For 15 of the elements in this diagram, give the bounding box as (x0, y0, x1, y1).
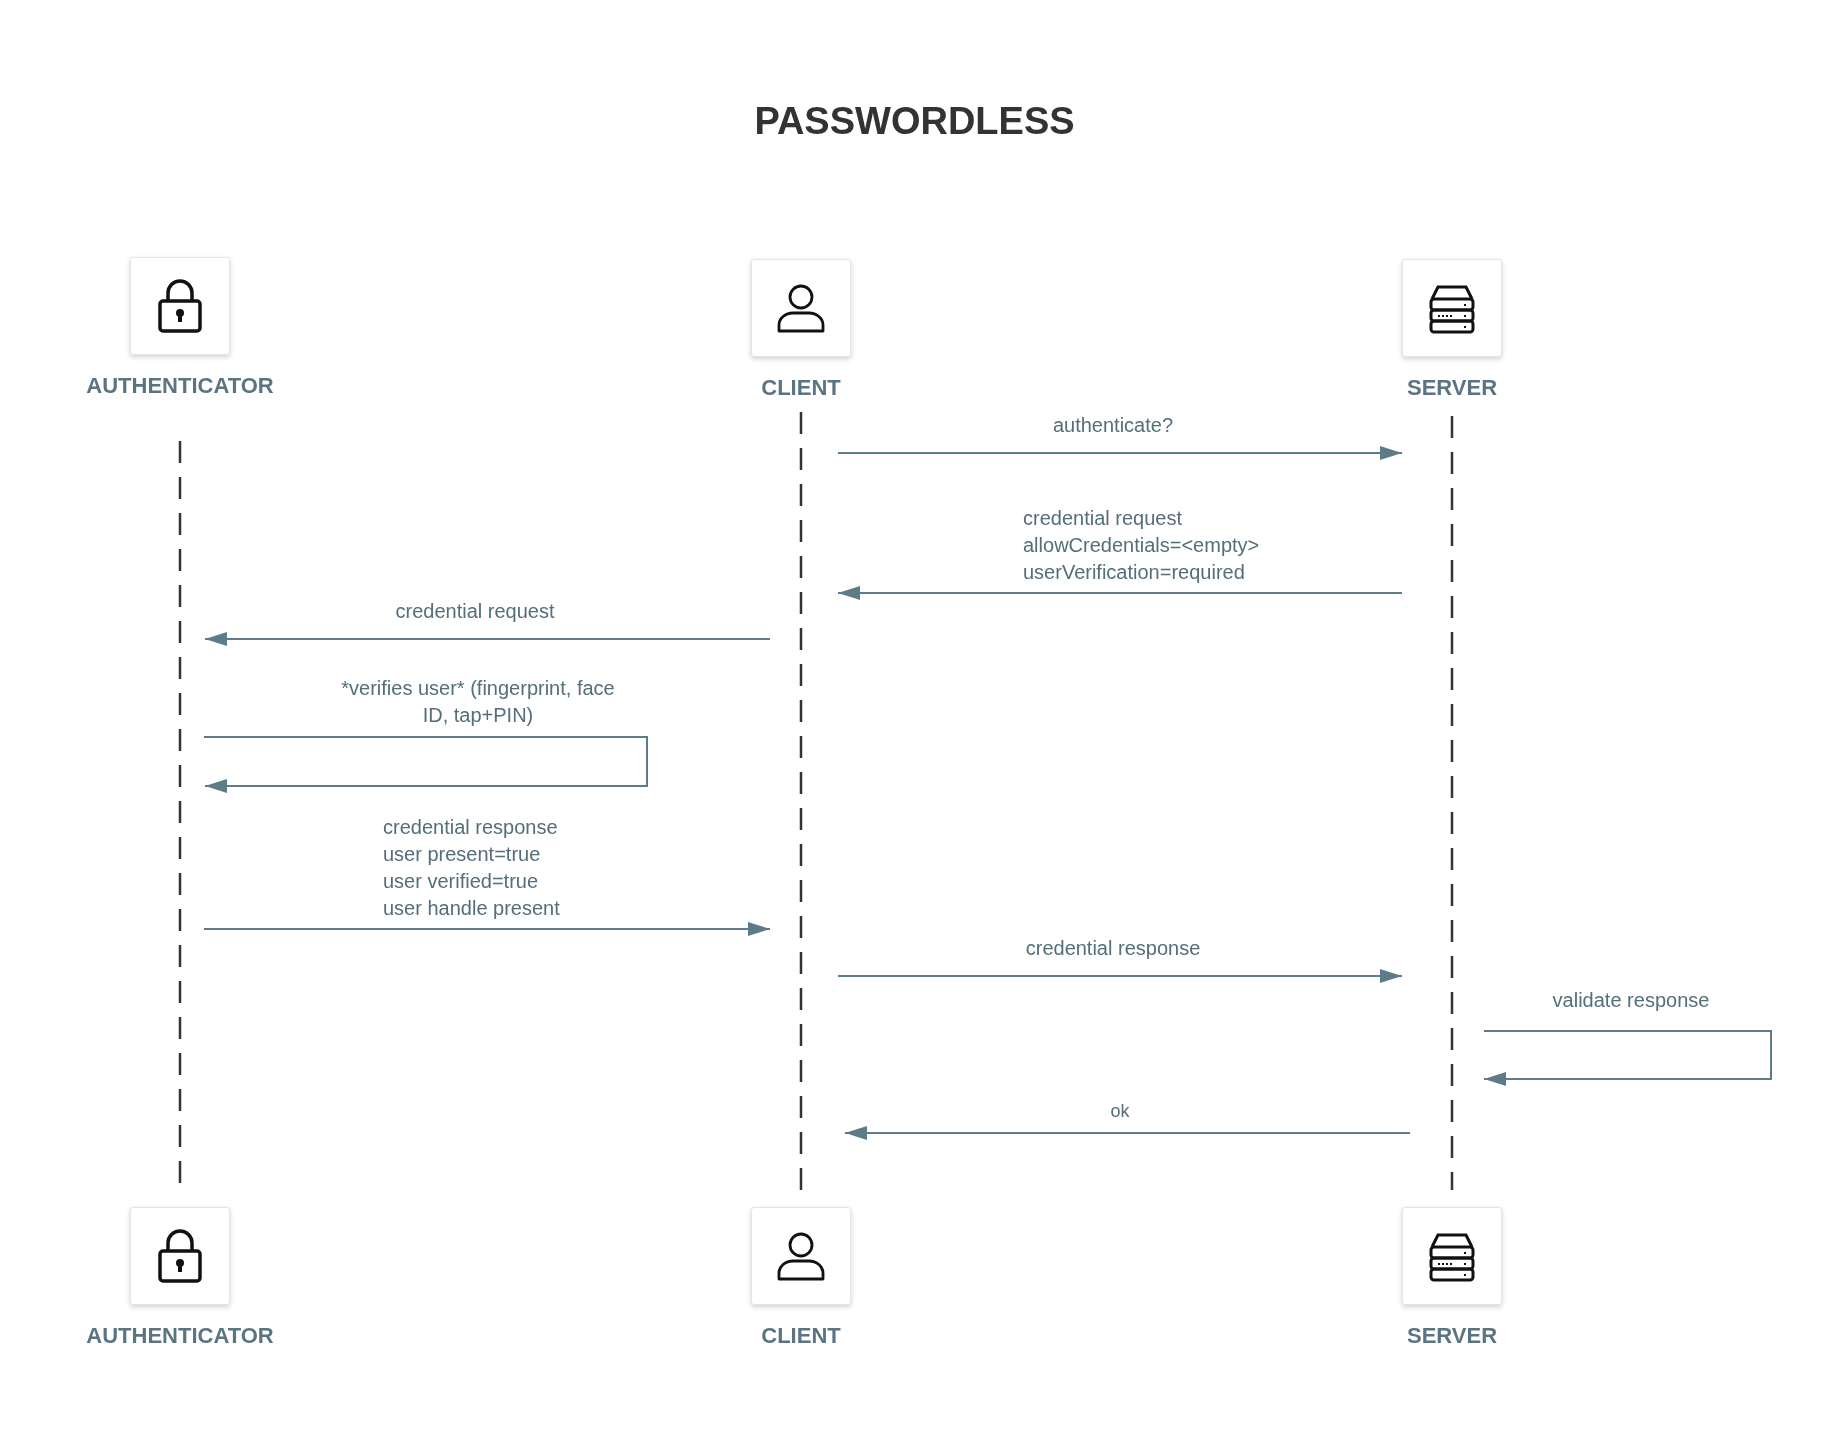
participant-label: CLIENT (761, 1323, 841, 1349)
message-arrow (837, 969, 1403, 983)
message-arrow (837, 446, 1403, 460)
message-arrow (203, 922, 771, 936)
participant-label: SERVER (1406, 1323, 1498, 1349)
message-arrow (204, 632, 771, 646)
participant-label: AUTHENTICATOR (86, 373, 274, 399)
participant-label: CLIENT (761, 375, 841, 401)
message-arrow (844, 1126, 1411, 1140)
diagram-title: PASSWORDLESS (753, 100, 1076, 143)
participant-label: SERVER (1406, 375, 1498, 401)
message-arrow (837, 586, 1403, 600)
self-message-arrow (1483, 1030, 1772, 1086)
self-message-arrow (203, 736, 648, 793)
participant-label: AUTHENTICATOR (86, 1323, 274, 1349)
